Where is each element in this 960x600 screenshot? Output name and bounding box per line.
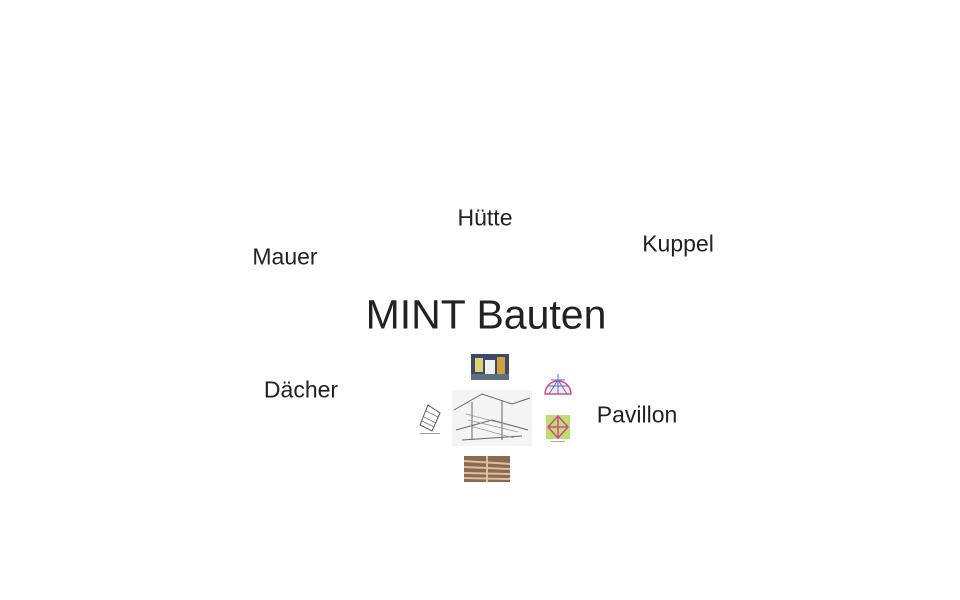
topic-mauer-link[interactable]: Mauer <box>252 243 318 270</box>
topic-kuppel-link[interactable]: Kuppel <box>642 230 714 257</box>
topic-daecher-link[interactable]: Dächer <box>263 376 339 403</box>
hut-sketch-thumbnail[interactable] <box>452 390 532 446</box>
wall-photo-thumbnail[interactable] <box>464 456 510 482</box>
roof-sketch-thumbnail[interactable] <box>416 395 444 437</box>
dome-model-thumbnail[interactable] <box>543 372 573 396</box>
pavilion-model-thumbnail[interactable] <box>545 413 571 444</box>
hut-painting-thumbnail[interactable] <box>471 354 509 380</box>
topic-huette-link[interactable]: Hütte <box>457 204 513 231</box>
page-title: MINT Bauten <box>365 291 607 338</box>
topic-pavillon-link[interactable]: Pavillon <box>596 401 678 428</box>
